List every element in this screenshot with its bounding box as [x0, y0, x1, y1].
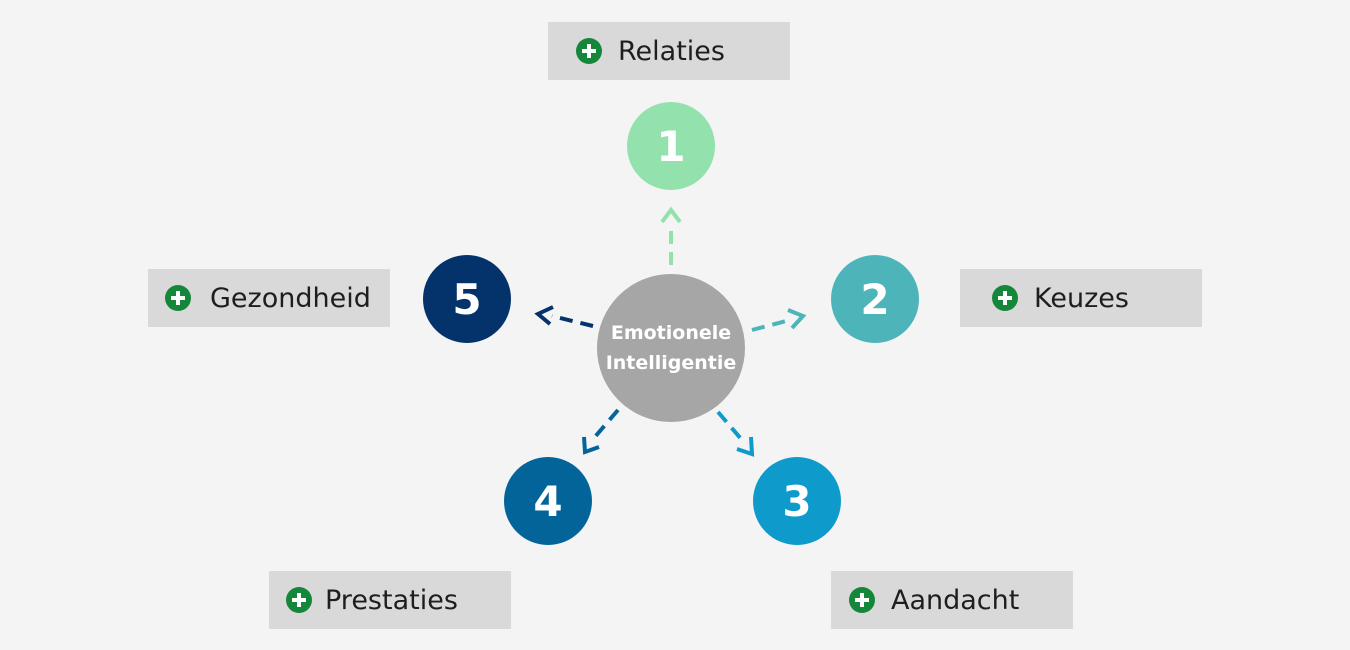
label-box-relaties: Relaties [548, 22, 790, 80]
label-text-relaties: Relaties [618, 35, 725, 67]
plus-circle-icon [849, 587, 875, 613]
label-box-aandacht: Aandacht [831, 571, 1073, 629]
arrow-to-node-5 [534, 305, 594, 328]
plus-circle-icon [286, 587, 312, 613]
center-line-1: Emotionele [610, 322, 732, 344]
label-text-keuzes: Keuzes [1034, 282, 1129, 314]
node-1-circle: 1 [627, 102, 715, 190]
plus-circle-icon [576, 38, 602, 64]
arrow-to-node-4 [582, 408, 620, 455]
arrow-to-node-2 [751, 308, 807, 332]
label-text-aandacht: Aandacht [891, 584, 1020, 616]
node-3-number: 3 [782, 476, 812, 526]
arrow-to-node-1 [660, 206, 682, 265]
label-box-gezondheid: Gezondheid [148, 269, 390, 327]
arrow-to-node-3 [716, 410, 755, 457]
node-1-number: 1 [656, 121, 686, 171]
node-2-number: 2 [860, 274, 890, 324]
label-box-prestaties: Prestaties [269, 571, 511, 629]
node-5-number: 5 [452, 274, 482, 324]
label-text-prestaties: Prestaties [325, 584, 458, 616]
node-4-circle: 4 [504, 457, 592, 545]
node-3-circle: 3 [753, 457, 841, 545]
plus-circle-icon [992, 285, 1018, 311]
label-text-gezondheid: Gezondheid [210, 282, 371, 314]
label-box-keuzes: Keuzes [960, 269, 1202, 327]
node-2-circle: 2 [831, 255, 919, 343]
center-line-2: Intelligentie [605, 352, 737, 374]
center-circle: Emotionele Intelligentie [597, 274, 745, 422]
plus-circle-icon [165, 285, 191, 311]
node-5-circle: 5 [423, 255, 511, 343]
node-4-number: 4 [533, 476, 563, 526]
